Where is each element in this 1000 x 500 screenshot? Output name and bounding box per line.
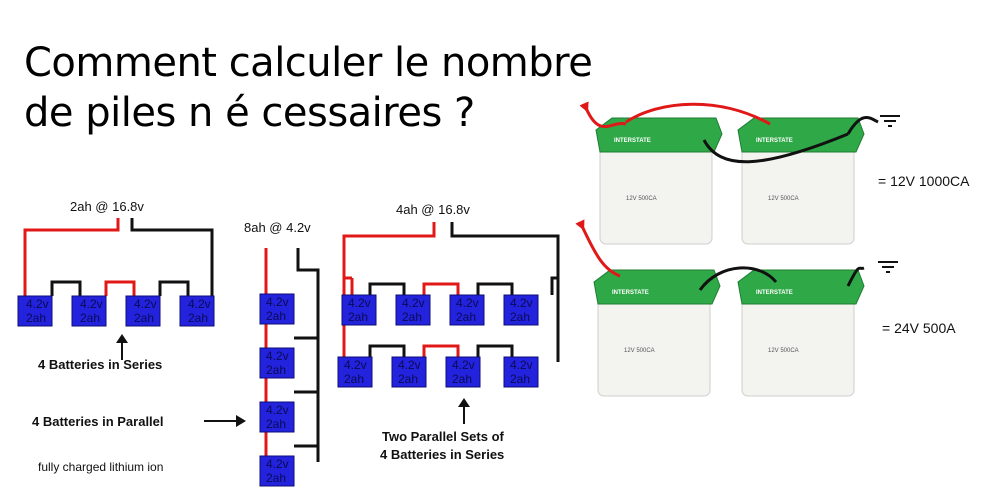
cell-voltage: 4.2v xyxy=(266,349,289,363)
series-rating: 2ah @ 16.8v xyxy=(70,199,144,214)
cell-capacity: 2ah xyxy=(344,372,364,386)
series-parallel-wires xyxy=(342,222,560,362)
car-series-wires xyxy=(575,219,865,291)
series-parallel-cell: 4.2v 2ah xyxy=(391,356,427,388)
cell-voltage: 4.2v xyxy=(398,358,421,372)
cell-capacity: 2ah xyxy=(188,311,208,325)
battery-brand: INTERSTATE xyxy=(614,138,651,144)
arrow-right-icon xyxy=(204,415,246,427)
cell-voltage: 4.2v xyxy=(266,295,289,309)
parallel-rating: 8ah @ 4.2v xyxy=(244,220,311,235)
cell-capacity: 2ah xyxy=(348,310,368,324)
cell-voltage: 4.2v xyxy=(80,297,103,311)
arrow-up-icon xyxy=(116,334,128,360)
car-parallel-wires xyxy=(579,101,879,164)
battery-model: 12V 500CA xyxy=(768,196,799,202)
series-parallel-cell: 4.2v 2ah xyxy=(337,356,373,388)
page-title: Comment calculer le nombre de piles n é … xyxy=(24,38,593,138)
series-caption: 4 Batteries in Series xyxy=(38,357,162,372)
car-battery: INTERSTATE 12V 500CA xyxy=(737,269,865,397)
parallel-cell: 4.2v 2ah xyxy=(259,401,295,433)
battery-model: 12V 500CA xyxy=(626,196,657,202)
cell-capacity: 2ah xyxy=(452,372,472,386)
ground-symbol-icon xyxy=(878,261,898,273)
parallel-cell: 4.2v 2ah xyxy=(259,293,295,325)
cell-capacity: 2ah xyxy=(80,311,100,325)
cell-capacity: 2ah xyxy=(510,310,530,324)
cell-voltage: 4.2v xyxy=(348,296,371,310)
cell-voltage: 4.2v xyxy=(266,457,289,471)
series-parallel-cell: 4.2v 2ah xyxy=(395,294,431,326)
battery-brand: INTERSTATE xyxy=(612,290,649,296)
series-parallel-caption-line-1: Two Parallel Sets of xyxy=(382,429,505,444)
car-batteries-series: INTERSTATE 12V 500CA INTERSTATE 12V 500C… xyxy=(575,219,956,397)
cell-capacity: 2ah xyxy=(266,309,286,323)
cell-capacity: 2ah xyxy=(456,310,476,324)
footnote: fully charged lithium ion xyxy=(38,460,163,474)
series-parallel-cell: 4.2v 2ah xyxy=(503,356,539,388)
page-title-line-2: de piles n é cessaires ? xyxy=(24,90,475,136)
series-cell: 4.2v 2ah xyxy=(179,295,215,327)
cell-voltage: 4.2v xyxy=(456,296,479,310)
cell-capacity: 2ah xyxy=(398,372,418,386)
series-parallel-cell: 4.2v 2ah xyxy=(341,294,377,326)
cell-capacity: 2ah xyxy=(134,311,154,325)
cell-voltage: 4.2v xyxy=(266,403,289,417)
parallel-taps xyxy=(294,336,318,448)
cell-capacity: 2ah xyxy=(26,311,46,325)
parallel-caption: 4 Batteries in Parallel xyxy=(32,414,164,429)
series-cell: 4.2v 2ah xyxy=(71,295,107,327)
cell-voltage: 4.2v xyxy=(510,296,533,310)
car-battery: INTERSTATE 12V 500CA xyxy=(593,269,721,397)
parallel-cell: 4.2v 2ah xyxy=(259,347,295,379)
cell-capacity: 2ah xyxy=(266,417,286,431)
cell-capacity: 2ah xyxy=(402,310,422,324)
battery-brand: INTERSTATE xyxy=(756,138,793,144)
cell-voltage: 4.2v xyxy=(134,297,157,311)
parallel-section: 4.2v 2ah 4.2v 2ah 4.2v 2ah 4.2v 2ah 8ah … xyxy=(32,220,320,487)
cell-voltage: 4.2v xyxy=(402,296,425,310)
series-cell: 4.2v 2ah xyxy=(125,295,161,327)
ground-symbol-icon xyxy=(880,115,900,127)
car-batteries-parallel: INTERSTATE 12V 500CA INTERSTATE 12V 500C… xyxy=(579,101,970,245)
cell-voltage: 4.2v xyxy=(26,297,49,311)
car-battery: INTERSTATE 12V 500CA xyxy=(737,117,865,245)
battery-model: 12V 500CA xyxy=(624,348,655,354)
series-result: = 24V 500A xyxy=(882,320,956,336)
cell-voltage: 4.2v xyxy=(452,358,475,372)
car-battery: INTERSTATE 12V 500CA xyxy=(595,117,723,245)
cell-capacity: 2ah xyxy=(266,363,286,377)
cell-voltage: 4.2v xyxy=(510,358,533,372)
arrow-up-icon xyxy=(458,398,470,424)
series-parallel-section: 4.2v 2ah 4.2v 2ah 4.2v 2ah 4.2v 2ah 4.2v… xyxy=(337,202,560,462)
page-title-line-1: Comment calculer le nombre xyxy=(24,40,593,86)
cell-capacity: 2ah xyxy=(510,372,530,386)
series-parallel-cell: 4.2v 2ah xyxy=(445,356,481,388)
series-cell: 4.2v 2ah xyxy=(17,295,53,327)
series-section: 4.2v 2ah 4.2v 2ah 4.2v 2ah 4.2v 2ah 2ah … xyxy=(17,199,215,372)
battery-brand: INTERSTATE xyxy=(756,290,793,296)
parallel-result: = 12V 1000CA xyxy=(878,173,970,189)
series-parallel-rating: 4ah @ 16.8v xyxy=(396,202,470,217)
cell-capacity: 2ah xyxy=(266,471,286,485)
series-parallel-cell: 4.2v 2ah xyxy=(449,294,485,326)
series-parallel-caption-line-2: 4 Batteries in Series xyxy=(380,447,504,462)
parallel-cell: 4.2v 2ah xyxy=(259,455,295,487)
battery-model: 12V 500CA xyxy=(768,348,799,354)
cell-voltage: 4.2v xyxy=(188,297,211,311)
series-parallel-cell: 4.2v 2ah xyxy=(503,294,539,326)
series-wires xyxy=(23,218,214,296)
cell-voltage: 4.2v xyxy=(344,358,367,372)
